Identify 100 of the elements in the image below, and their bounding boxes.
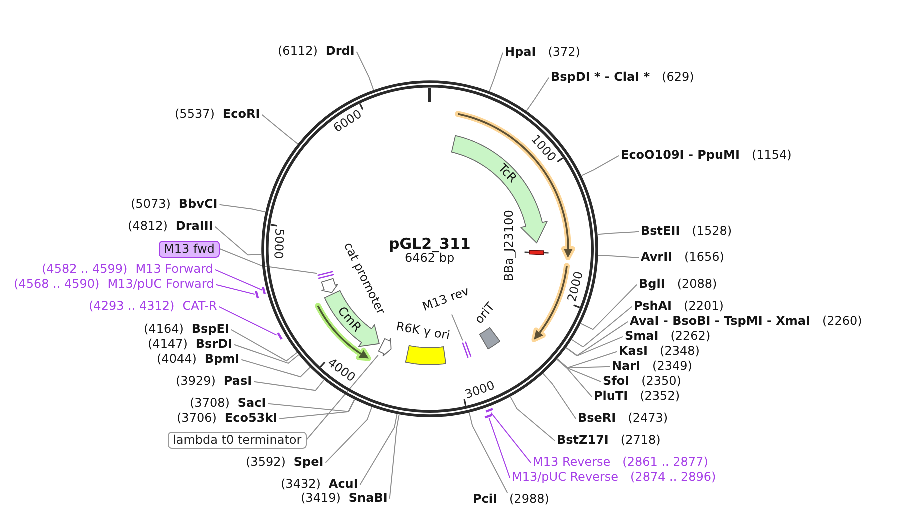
enzyme-name: PshAI [634, 300, 672, 314]
site-position: (2988) [510, 493, 550, 507]
enzyme-name: SfoI [603, 375, 630, 389]
enzyme-name: Eco53kI [224, 412, 278, 426]
site-position: (3929) [176, 375, 216, 389]
primer-site-mark [462, 340, 472, 358]
leader-line [254, 380, 325, 392]
leader-line [218, 306, 278, 336]
site-position: (4147) [148, 338, 188, 352]
site-position: (3708) [190, 397, 230, 411]
leader-line [490, 412, 532, 464]
primer-name: M13 Reverse [533, 456, 611, 470]
leader-line [262, 114, 298, 145]
enzyme-name: KasI [619, 345, 648, 359]
site-position: (1154) [752, 149, 792, 163]
primer-range: (4582 .. 4599) [42, 263, 128, 277]
enzyme-name: BseRI [578, 412, 616, 426]
leader-line [241, 359, 311, 378]
enzyme-name: BglI [639, 278, 666, 292]
leader-line [566, 321, 628, 356]
primer-name: M13/pUC Forward [108, 278, 214, 292]
leader-line [279, 399, 356, 420]
site-position: (2260) [822, 315, 862, 329]
leader-line [234, 344, 300, 364]
site-position: (629) [662, 71, 694, 85]
enzyme-name: SmaI [625, 330, 659, 344]
feature-label: R6K γ ori [395, 320, 451, 344]
site-position: (6112) [278, 45, 318, 59]
primer-mark [484, 408, 494, 413]
leader-line [542, 373, 576, 420]
enzyme-name: BpmI [204, 353, 240, 367]
site-position: (2262) [670, 330, 711, 344]
site-position: (2350) [642, 375, 682, 389]
enzyme-name: DraIII [176, 220, 214, 234]
site-position: (2201) [684, 300, 724, 314]
terminator-feature [378, 338, 392, 357]
enzyme-name: BspEI [192, 323, 230, 337]
leader-line [598, 231, 640, 236]
primer-mark [276, 332, 283, 342]
enzyme-name: EcoO109I - PpuMI [621, 149, 740, 163]
site-position: (2473) [628, 412, 668, 426]
primer-mark [484, 414, 494, 418]
site-position: (2348) [660, 345, 700, 359]
leader-line [580, 284, 638, 330]
enzyme-name: BstZ17I [557, 434, 609, 448]
primer-name: M13/pUC Reverse [512, 471, 618, 485]
site-position: (2718) [620, 434, 661, 448]
leader-line [219, 248, 318, 274]
leader-line [389, 414, 400, 500]
feature-tag: M13 fwd [159, 240, 220, 258]
primer-name: M13 Forward [136, 263, 214, 277]
enzyme-name: NarI [612, 360, 641, 374]
leader-line [268, 399, 356, 412]
primer-range: (4568 .. 4590) [14, 278, 100, 292]
enzyme-name: SpeI [294, 456, 324, 470]
primer-range: (2861 .. 2877) [622, 456, 708, 470]
site-position: (3432) [281, 478, 321, 492]
site-position: (4044) [157, 353, 197, 367]
scale-label: 5000 [270, 228, 286, 260]
leader-line [214, 226, 262, 256]
leader-line [360, 414, 398, 486]
plasmid-name: pGL2_311 [389, 236, 471, 252]
enzyme-name: SnaBI [348, 492, 388, 506]
leader-line [526, 77, 550, 112]
primer-mark [262, 286, 266, 296]
leader-line [488, 418, 510, 478]
enzyme-name: BbvCI [178, 198, 218, 212]
site-position: (4164) [144, 323, 184, 337]
enzyme-name: AvrII [641, 251, 673, 265]
site-position: (5073) [131, 198, 171, 212]
site-position: (372) [548, 46, 580, 60]
feature-label: M13 rev [420, 285, 471, 315]
leader-line [219, 204, 266, 213]
primer-site-mark [317, 270, 336, 280]
enzyme-name: PasI [224, 375, 252, 389]
site-position: (5537) [175, 108, 215, 122]
enzyme-name: SacI [238, 397, 266, 411]
leader-line [510, 396, 556, 442]
site-position: (2352) [640, 390, 680, 404]
feature-tag: lambda t0 terminator [168, 432, 307, 448]
leader-line [556, 358, 602, 382]
plasmid-size: 6462 bp [405, 252, 455, 266]
site-position: (1528) [692, 225, 732, 239]
primer-range: (4293 .. 4312) [89, 300, 175, 314]
enzyme-name: PciI [473, 493, 498, 507]
enzyme-name: BsrDI [196, 338, 233, 352]
leader-line [598, 255, 640, 258]
enzyme-name: AcuI [328, 478, 358, 492]
enzyme-name: EcoRI [222, 108, 260, 122]
site-position: (3592) [246, 456, 286, 470]
leader-line [572, 306, 632, 348]
leader-line [216, 284, 256, 295]
leader-line [214, 269, 263, 291]
leader-line [556, 359, 592, 398]
enzyme-name: PluTI [594, 390, 628, 404]
leader-line [230, 329, 298, 362]
site-position: (1656) [684, 251, 724, 265]
leader-line [557, 358, 610, 369]
site-position: (4812) [128, 220, 168, 234]
leader-line [306, 354, 379, 440]
